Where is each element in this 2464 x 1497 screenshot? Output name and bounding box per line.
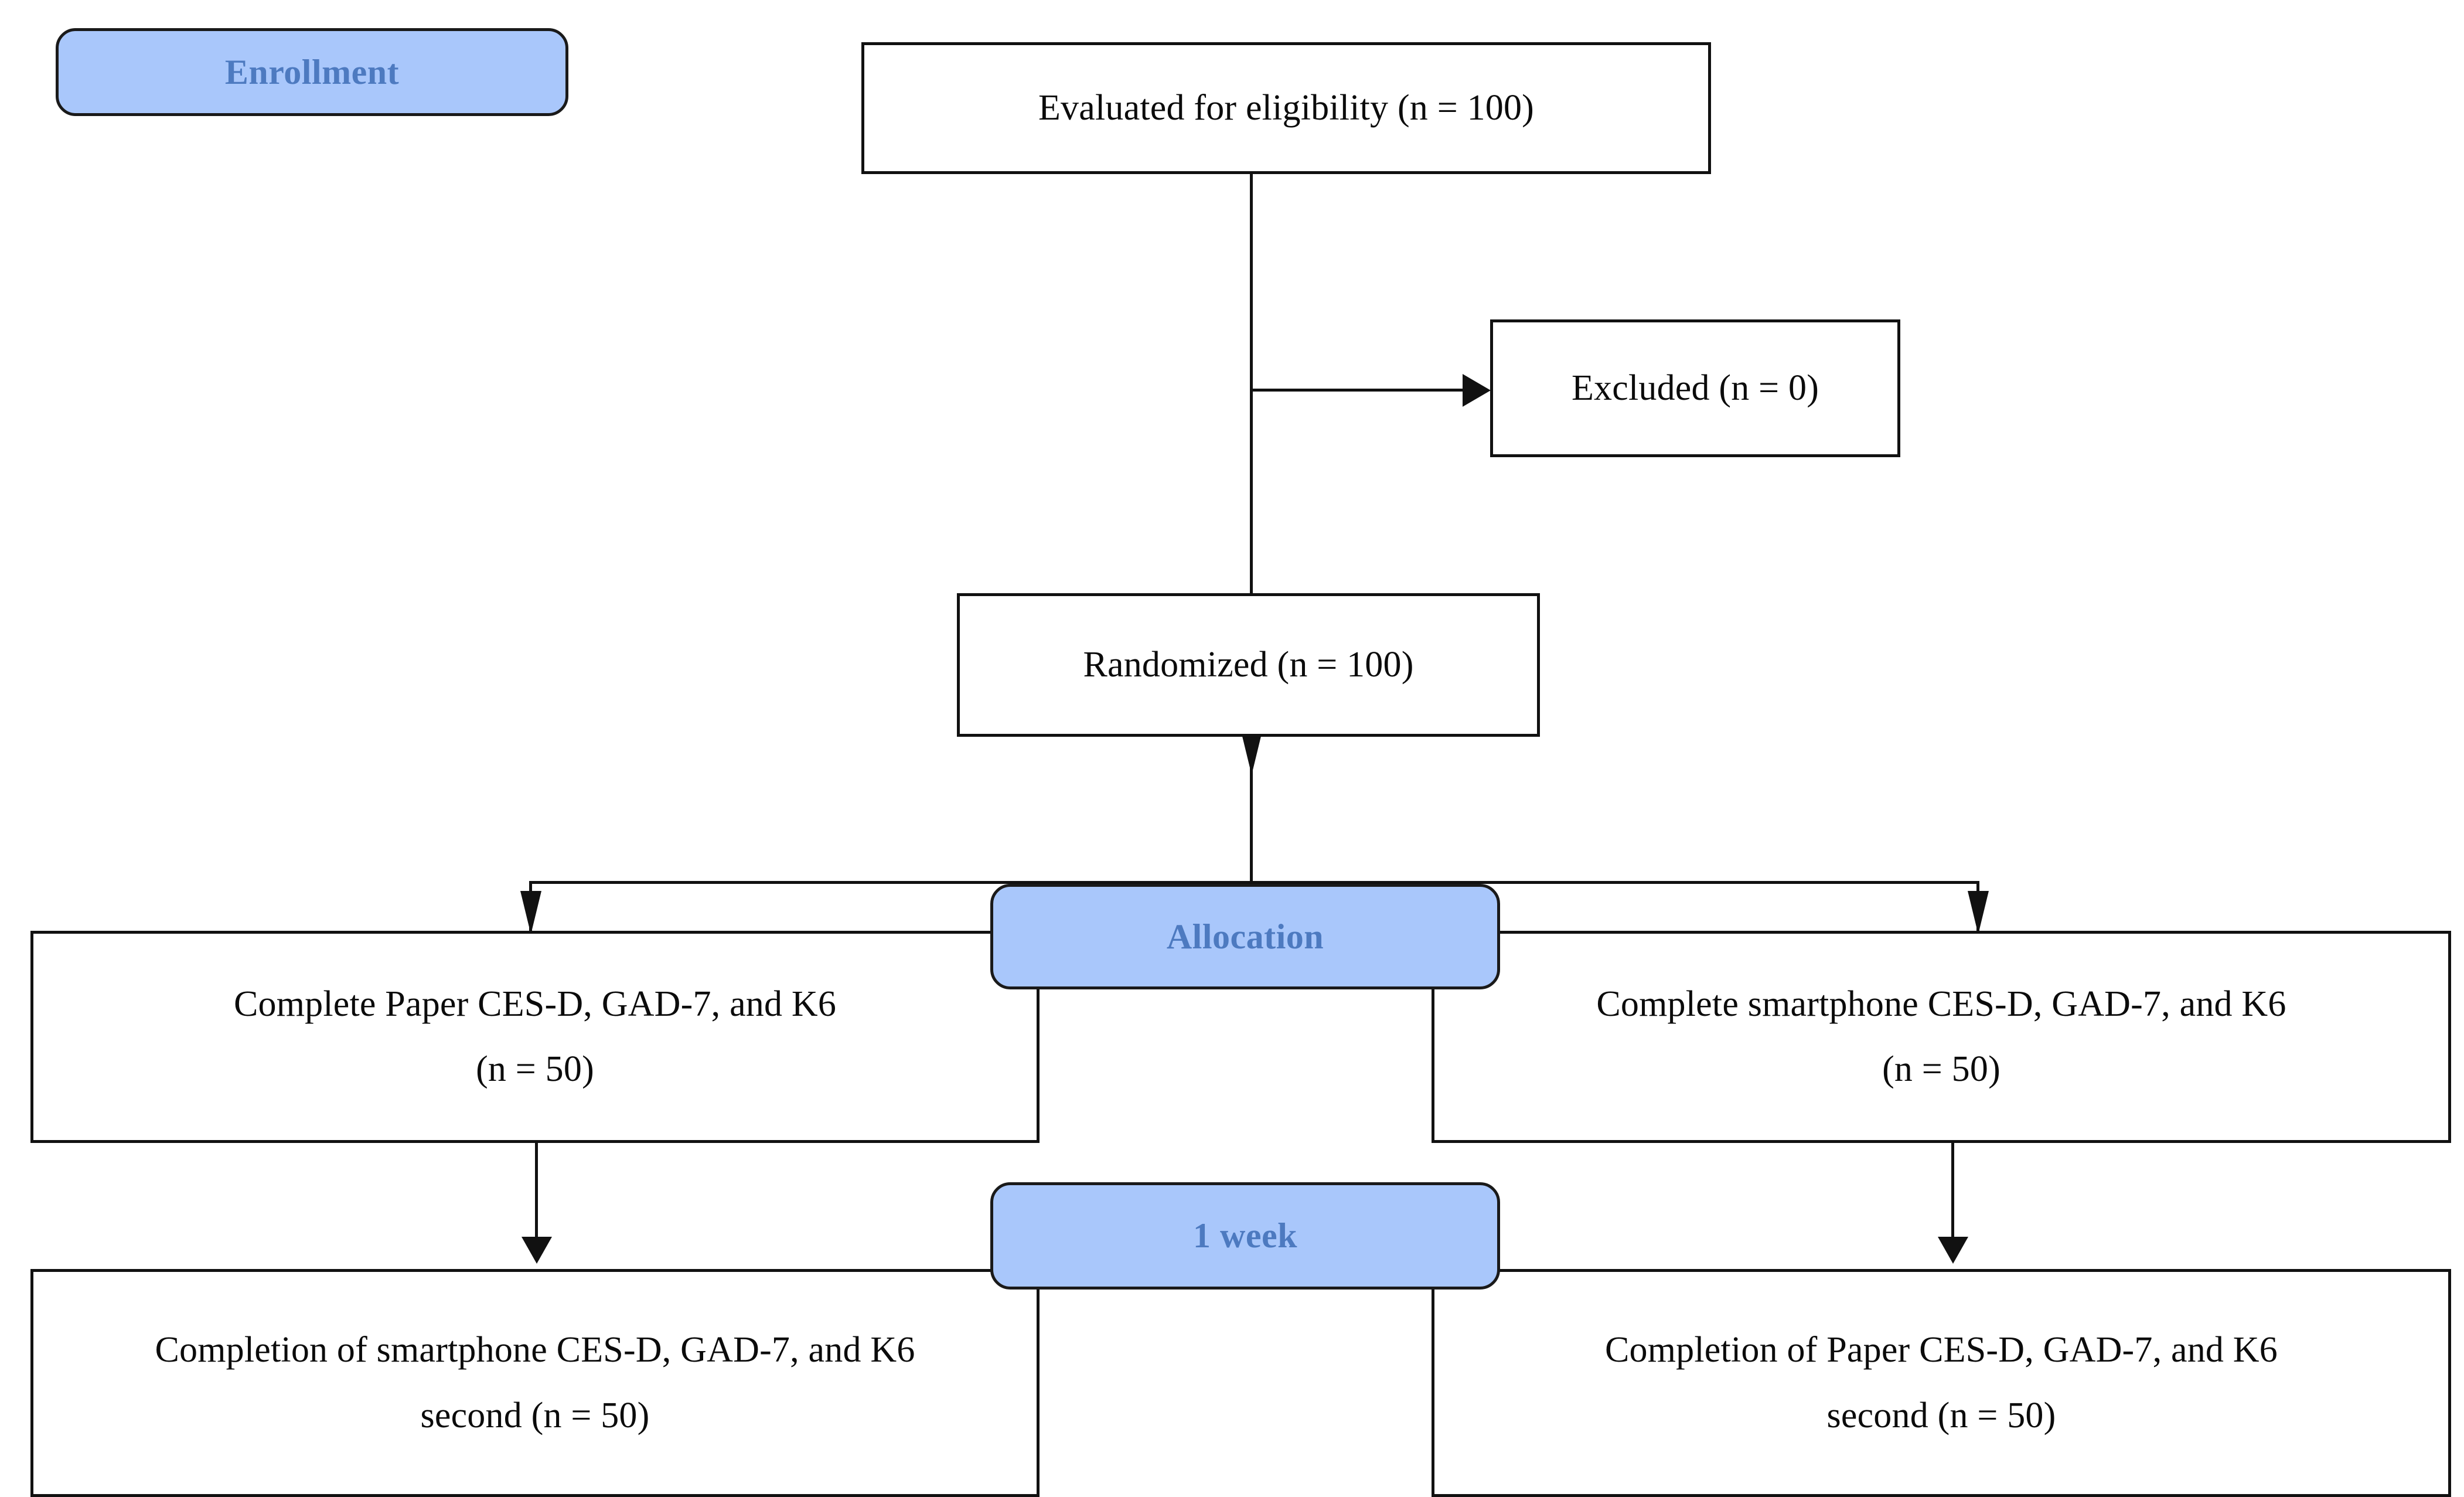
connector-alloc-left-to-followup-left: [535, 1143, 538, 1243]
node-allocation-smartphone-first-line-2: (n = 50): [1882, 1049, 2000, 1089]
arrow-right-icon-to-excluded: [1463, 374, 1491, 407]
node-allocation-paper-first-line-2: (n = 50): [476, 1049, 594, 1089]
node-randomized-line-1: Randomized (n = 100): [1083, 644, 1414, 685]
node-excluded[interactable]: Excluded (n = 0): [1490, 319, 1900, 457]
connector-eligibility-to-randomized: [1250, 174, 1253, 593]
node-followup-smartphone-second-line-1: Completion of smartphone CES-D, GAD-7, a…: [155, 1330, 915, 1370]
stage-badge-enrollment-label: Enrollment: [224, 52, 400, 91]
connector-randomized-stem: [1250, 737, 1253, 882]
connector-alloc-right-to-followup-right: [1951, 1143, 1954, 1243]
arrow-down-icon-followup-left: [522, 1237, 552, 1264]
node-excluded-line-1: Excluded (n = 0): [1571, 368, 1819, 408]
node-allocation-paper-first-line-1: Complete Paper CES-D, GAD-7, and K6: [233, 984, 837, 1024]
stage-badge-one-week-label: 1 week: [1193, 1216, 1297, 1255]
node-followup-smartphone-second[interactable]: Completion of smartphone CES-D, GAD-7, a…: [30, 1269, 1040, 1497]
node-allocation-smartphone-first-line-1: Complete smartphone CES-D, GAD-7, and K6: [1596, 984, 2286, 1024]
node-allocation-smartphone-first[interactable]: Complete smartphone CES-D, GAD-7, and K6…: [1432, 931, 2451, 1143]
connector-eligibility-to-excluded: [1250, 389, 1467, 392]
stage-badge-one-week[interactable]: 1 week: [990, 1182, 1500, 1290]
connector-allocation-split-bar: [529, 881, 1979, 884]
stage-badge-allocation-label: Allocation: [1166, 917, 1324, 956]
node-evaluated-for-eligibility[interactable]: Evaluated for eligibility (n = 100): [861, 42, 1711, 174]
node-evaluated-for-eligibility-line-1: Evaluated for eligibility (n = 100): [1038, 87, 1535, 128]
node-followup-smartphone-second-line-2: second (n = 50): [420, 1395, 650, 1435]
arrow-down-icon-alloc-left: [520, 891, 541, 934]
node-followup-paper-second-line-1: Completion of Paper CES-D, GAD-7, and K6: [1605, 1330, 2278, 1370]
node-followup-paper-second-line-2: second (n = 50): [1826, 1395, 2056, 1435]
arrow-down-icon-followup-right: [1938, 1237, 1968, 1264]
node-followup-paper-second[interactable]: Completion of Paper CES-D, GAD-7, and K6…: [1432, 1269, 2451, 1497]
arrow-down-icon-randomized-stem: [1241, 732, 1262, 775]
node-allocation-paper-first[interactable]: Complete Paper CES-D, GAD-7, and K6 (n =…: [30, 931, 1040, 1143]
stage-badge-allocation[interactable]: Allocation: [990, 884, 1500, 989]
stage-badge-enrollment[interactable]: Enrollment: [56, 28, 568, 116]
node-randomized[interactable]: Randomized (n = 100): [957, 593, 1540, 737]
arrow-down-icon-alloc-right: [1968, 891, 1989, 934]
